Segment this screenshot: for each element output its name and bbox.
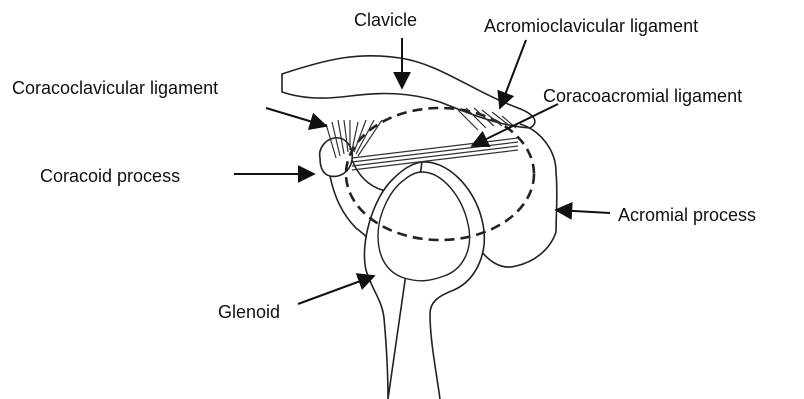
clavicle-bone <box>282 56 535 128</box>
acromioclavicular-ligament-label: Acromioclavicular ligament <box>484 16 698 36</box>
glenoid-label: Glenoid <box>218 302 280 322</box>
acromial-process-arrow <box>556 210 610 213</box>
acromioclavicular-ligament-arrow <box>500 40 526 108</box>
acromial-process-label: Acromial process <box>618 205 756 225</box>
glenoid-arrow <box>298 276 374 304</box>
coracoid-process-label: Coracoid process <box>40 166 180 186</box>
coracoacromial-ligament-label: Coracoacromial ligament <box>543 86 742 106</box>
clavicle-label: Clavicle <box>354 10 417 30</box>
coracoclavicular-ligament-label: Coracoclavicular ligament <box>12 78 218 98</box>
coracoclavicular-ligament-arrow <box>266 108 326 126</box>
